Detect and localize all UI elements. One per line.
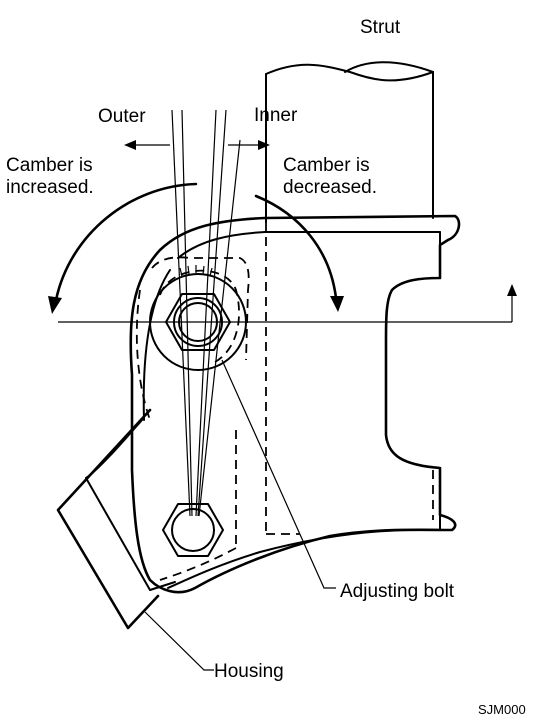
rotate-right-arrow-icon [330,296,344,312]
rotation-arrows [48,182,344,314]
direction-arrows [124,140,270,150]
housing-label: Housing [214,661,284,682]
camber-decreased-label-line1: Camber is [283,155,370,176]
strut [265,61,434,535]
housing [56,214,461,630]
camber-increased-label-line2: increased. [6,177,94,198]
camber-swing-lines [171,109,241,517]
outer-arrow-icon [124,140,136,150]
adjusting-bolt-label: Adjusting bolt [340,581,455,602]
reference-line [58,284,517,323]
strut-label: Strut [360,17,401,38]
leader-lines [144,359,336,671]
inner-label: Inner [254,105,298,126]
rotate-left-arrow-icon [48,296,62,314]
lower-bolt [162,503,224,557]
camber-increased-label-line1: Camber is [6,155,93,176]
figure-code: SJM000 [478,702,526,716]
adjusting-bolt-leader [221,359,336,589]
inner-arrow-icon [258,140,270,150]
camber-decreased-label-line2: decreased. [283,177,377,198]
outer-label: Outer [98,106,146,127]
housing-leader [144,611,214,671]
